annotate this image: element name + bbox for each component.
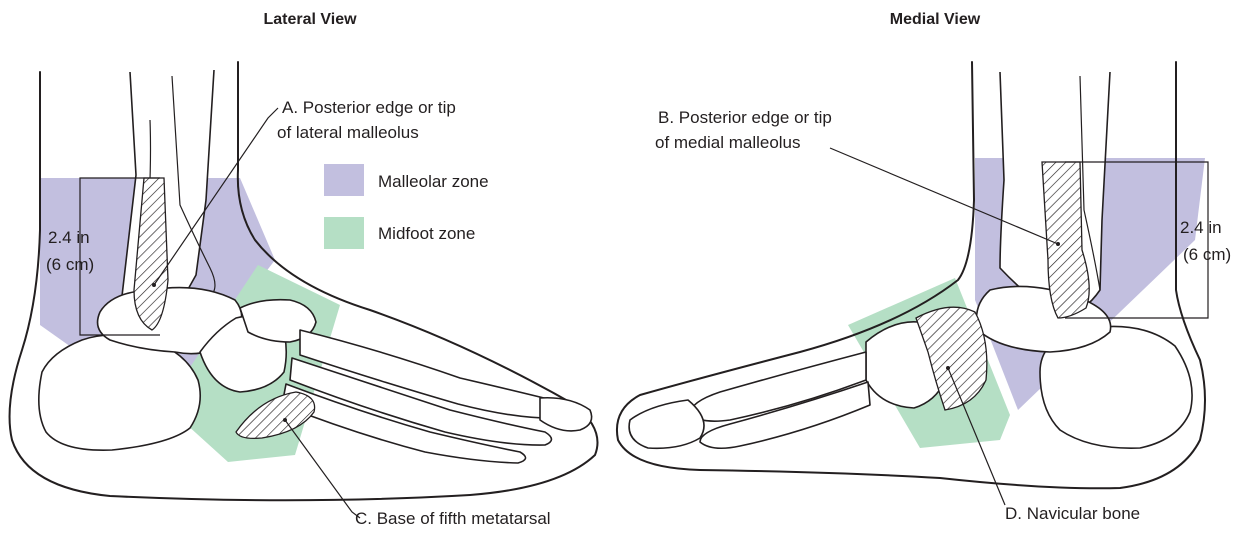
medial-toe-phalanges xyxy=(629,400,704,448)
callout-c-point xyxy=(283,418,287,422)
lateral-view: Lateral View 2.4 in (6 cm) A. Pos xyxy=(10,11,598,528)
callout-a-line2: of lateral malleolus xyxy=(277,123,419,142)
midfoot-legend-label: Midfoot zone xyxy=(378,224,475,243)
medial-dimension-value: 2.4 in xyxy=(1180,218,1222,237)
medial-view: Medial View 2.4 in (6 cm) B. Posterior e… xyxy=(617,11,1231,523)
callout-c-leader xyxy=(285,420,360,518)
callout-a-line1: A. Posterior edge or tip xyxy=(282,98,456,117)
callout-b-point xyxy=(1056,242,1060,246)
callout-a-point xyxy=(152,283,156,287)
lateral-dimension-metric: (6 cm) xyxy=(46,255,94,274)
lateral-dimension-value: 2.4 in xyxy=(48,228,90,247)
callout-d-label: D. Navicular bone xyxy=(1005,504,1140,523)
lateral-toe-phalanges xyxy=(540,398,592,431)
legend: Malleolar zone Midfoot zone xyxy=(324,164,489,249)
malleolar-legend-swatch xyxy=(324,164,364,196)
medial-dimension-metric: (6 cm) xyxy=(1183,245,1231,264)
lateral-view-title: Lateral View xyxy=(263,11,357,28)
callout-b-line2: of medial malleolus xyxy=(655,133,801,152)
midfoot-legend-swatch xyxy=(324,217,364,249)
medial-view-title: Medial View xyxy=(890,11,981,28)
malleolar-legend-label: Malleolar zone xyxy=(378,172,489,191)
callout-c-label: C. Base of fifth metatarsal xyxy=(355,509,551,528)
callout-d-point xyxy=(946,366,950,370)
callout-b-line1: B. Posterior edge or tip xyxy=(658,108,832,127)
